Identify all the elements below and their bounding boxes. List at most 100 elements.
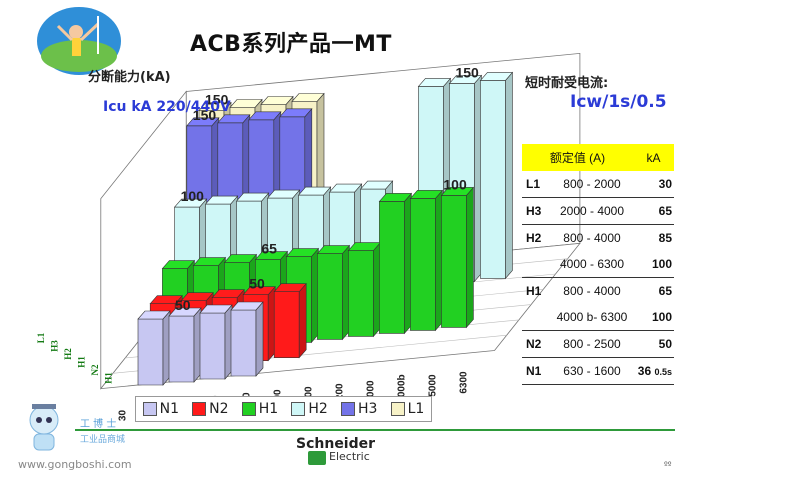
legend-swatch <box>341 402 355 416</box>
icw-label: Icw/1s/0.5 <box>570 92 667 112</box>
x-tick-label: 5000 <box>428 374 439 397</box>
depth-label: H1 <box>104 372 114 384</box>
bar-top <box>242 286 276 296</box>
bar-top <box>186 117 220 127</box>
bar-value-label: 100 <box>443 176 467 192</box>
bar-side <box>255 301 264 377</box>
bar-front <box>441 195 467 328</box>
bar-top <box>223 254 258 263</box>
row-range: 800 - 4000 <box>563 284 621 298</box>
bar-top <box>297 186 332 196</box>
legend-item: H2 <box>291 401 328 417</box>
bar-top <box>254 251 289 260</box>
bar-top <box>217 114 251 124</box>
bar-H1-5000 <box>440 186 475 329</box>
bar-front <box>348 250 374 337</box>
row-label <box>522 251 551 278</box>
legend-item: H3 <box>341 401 377 417</box>
bar-top <box>180 292 214 302</box>
bar-value-label: 65 <box>261 241 277 257</box>
bar-N1-1250 <box>199 304 233 380</box>
bar-top <box>291 93 325 102</box>
bar-top <box>448 75 483 84</box>
bar-top <box>173 198 208 208</box>
bar-N2-2000 <box>273 282 307 359</box>
watermark-cn-sub: 工业品商城 <box>80 435 126 445</box>
row-label: H2 <box>526 231 542 245</box>
brand-name: Schneider <box>296 436 376 452</box>
bar-value-label: 150 <box>205 92 229 108</box>
icu-label: Icu kA 220/440V <box>103 99 231 115</box>
bar-top <box>230 301 264 311</box>
row-label <box>522 304 551 331</box>
bar-front <box>317 253 343 340</box>
row-label: N2 <box>522 330 551 358</box>
rating-table-header: 额定值 (A) kA <box>522 144 674 171</box>
bar-value-label: 150 <box>455 64 479 80</box>
row-value: 50 <box>633 330 674 358</box>
row-range: 4000 - 6300 <box>551 251 633 278</box>
bar-top <box>248 111 282 121</box>
row-label: N1 <box>522 357 551 385</box>
bar-front <box>273 291 300 359</box>
bar-top <box>417 78 452 87</box>
bar-top <box>359 180 394 190</box>
depth-label: L1 <box>36 332 46 343</box>
table-row: H1 800 - 4000 65 <box>522 278 674 305</box>
table-row: 4000 - 6300 100 <box>522 251 674 278</box>
bar-top <box>260 96 294 105</box>
bar-value-label: 50 <box>249 276 265 292</box>
row-label: L1 <box>522 171 551 198</box>
bar-value-label: 50 <box>175 297 191 313</box>
row-value: 30 <box>633 171 674 198</box>
depth-label: H2 <box>63 348 73 360</box>
bar-front <box>379 201 405 334</box>
rating-table: 额定值 (A) kA L1 800 - 2000 30 H3 2000 - 40… <box>522 144 674 385</box>
bar-top <box>229 99 263 108</box>
table-row: L1 800 - 2000 30 <box>522 171 674 198</box>
row-range: 2000 - 4000 <box>551 197 633 225</box>
legend-swatch <box>291 402 306 416</box>
bar-top <box>285 248 320 257</box>
row-range: 630 - 1600 <box>551 357 633 385</box>
table-row: H2 800 - 4000 85 <box>522 225 674 252</box>
bar-H1-4000b <box>409 189 444 332</box>
bar-front <box>480 80 506 279</box>
row-value: 100 <box>633 251 674 278</box>
bar-top <box>316 245 351 254</box>
legend-label: H3 <box>358 401 378 417</box>
bar-top <box>149 295 183 305</box>
row-range: 4000 b- 6300 <box>551 304 633 331</box>
bar-N1-1600 <box>230 301 264 377</box>
header-unit: kA <box>633 144 674 171</box>
header-range: 额定值 (A) <box>522 144 633 171</box>
table-row: 4000 b- 6300 100 <box>522 304 674 331</box>
logo-image <box>36 6 122 76</box>
bar-top <box>235 192 270 202</box>
bar-top <box>328 183 363 193</box>
bar-H1-2500 <box>316 244 351 341</box>
bar-value-label: 150 <box>193 107 217 123</box>
x-tick-label: 3200 <box>335 383 346 406</box>
legend-label: N2 <box>209 401 229 417</box>
x-tick-label: 4000 <box>366 380 377 403</box>
bar-extra-5000 <box>479 71 514 280</box>
bar-top <box>198 102 232 111</box>
depth-label: N2 <box>90 364 100 375</box>
bar-top <box>279 108 313 118</box>
bar-front <box>410 198 436 331</box>
row-range: 800 - 2000 <box>551 171 633 198</box>
row-value: 65 <box>633 197 674 225</box>
row-value-number: 36 <box>637 364 652 378</box>
breaking-capacity-label: 分断能力(kA) <box>88 70 171 85</box>
bar-front <box>168 315 195 383</box>
legend-label: L1 <box>407 401 425 417</box>
brand-subname: Electric <box>329 450 370 463</box>
legend-swatch <box>241 402 256 416</box>
bar-front <box>230 309 257 377</box>
legend-item: N1 <box>142 401 179 417</box>
bar-N1-800 <box>137 310 171 386</box>
watermark-url: www.gongboshi.com <box>18 458 132 471</box>
